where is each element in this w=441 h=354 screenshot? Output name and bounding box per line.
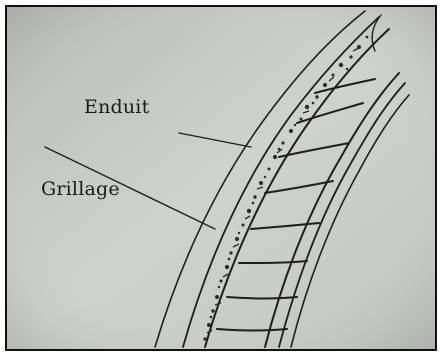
grillage-label: Grillage <box>41 178 120 200</box>
enduit-label: Enduit <box>84 96 149 118</box>
diagram-frame: Enduit Grillage <box>5 5 437 351</box>
